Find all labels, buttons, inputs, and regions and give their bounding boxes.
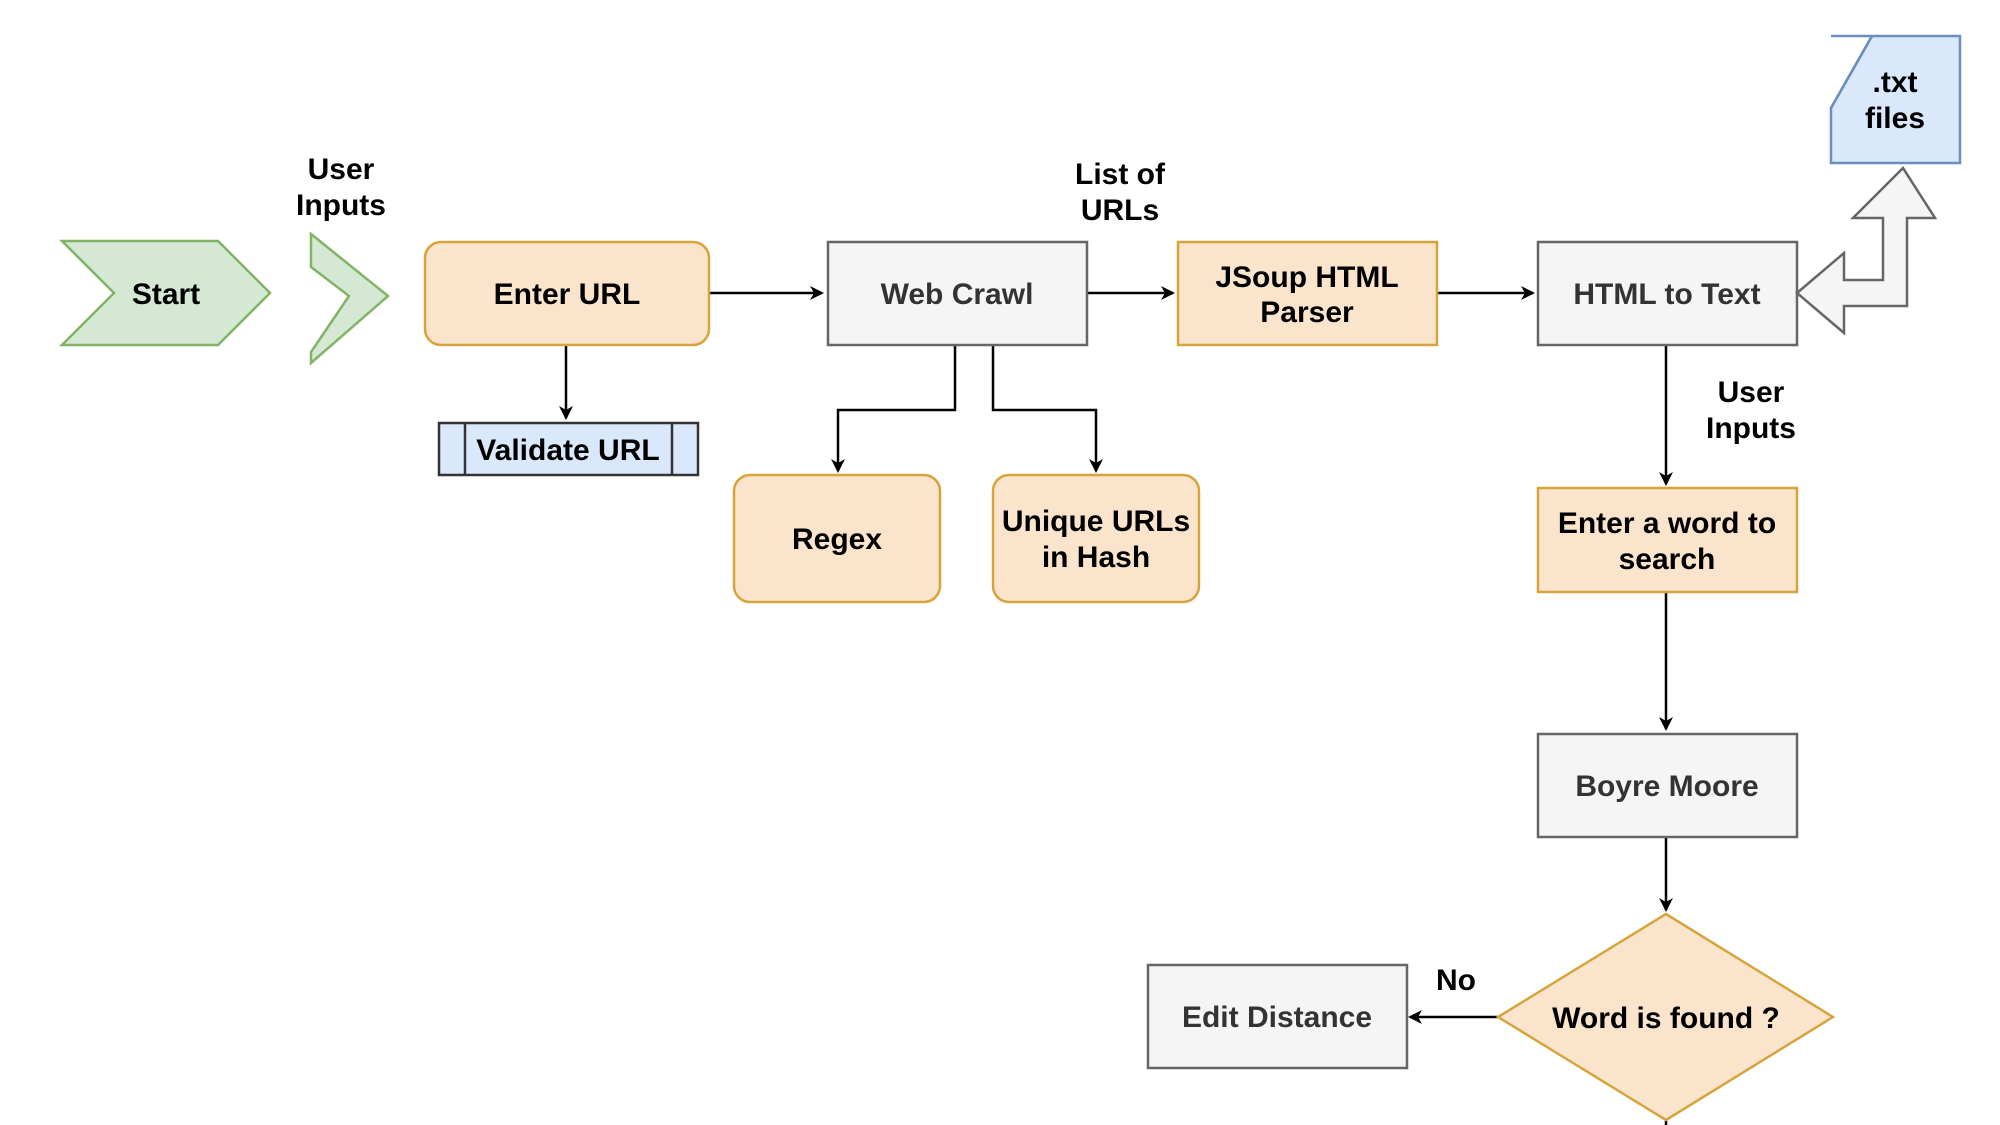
- html-to-text-node: HTML to Text: [1536, 240, 1799, 347]
- jsoup-parser-node: JSoup HTML Parser: [1176, 240, 1439, 347]
- user-inputs-label-line2: Inputs: [296, 189, 386, 222]
- regex-label: Regex: [792, 523, 882, 556]
- user-inputs-2-label-line2: Inputs: [1706, 412, 1796, 445]
- start-label: Start: [132, 278, 200, 311]
- edit-distance-node: Edit Distance: [1146, 963, 1409, 1070]
- no-label: No: [1436, 964, 1476, 997]
- html-to-text-label: HTML to Text: [1573, 278, 1760, 311]
- web-crawl-label: Web Crawl: [881, 278, 1034, 311]
- web-crawl-node: Web Crawl: [826, 240, 1089, 347]
- user-inputs-label-line1: User: [308, 153, 375, 186]
- txt-files-node: .txt files: [1829, 34, 1962, 165]
- txt-files-label-line1: .txt: [1873, 66, 1918, 99]
- regex-node: Regex: [732, 473, 942, 604]
- word-found-decision-node: Word is found ?: [1495, 912, 1836, 1122]
- user-inputs-2-label-line1: User: [1718, 376, 1785, 409]
- txt-files-bidirectional-arrow: [1795, 166, 1938, 336]
- validate-url-node: Validate URL: [437, 421, 700, 477]
- boyre-moore-node: Boyre Moore: [1536, 732, 1799, 839]
- edge-web-crawl-to-regex: [831, 345, 957, 473]
- txt-files-label-line2: files: [1865, 102, 1925, 135]
- boyre-moore-label: Boyre Moore: [1575, 770, 1758, 803]
- unique-urls-node: Unique URLs in Hash: [991, 473, 1201, 604]
- jsoup-parser-label-line2: Parser: [1260, 296, 1354, 329]
- jsoup-parser-label-line1: JSoup HTML: [1215, 261, 1398, 294]
- user-inputs-chevron: [309, 231, 390, 366]
- list-of-urls-label-line1: List of: [1075, 158, 1166, 191]
- unique-urls-label-line2: in Hash: [1042, 541, 1150, 574]
- word-found-label: Word is found ?: [1552, 1002, 1780, 1035]
- start-node: Start: [58, 239, 272, 347]
- enter-url-label: Enter URL: [494, 278, 641, 311]
- edges: [559, 286, 1673, 1125]
- unique-urls-label-line1: Unique URLs: [1002, 505, 1190, 538]
- list-of-urls-label-line2: URLs: [1081, 194, 1159, 227]
- enter-word-node: Enter a word to search: [1536, 486, 1799, 594]
- edge-web-crawl-to-unique-urls: [991, 345, 1103, 473]
- enter-word-label-line2: search: [1619, 543, 1716, 576]
- validate-url-label: Validate URL: [476, 434, 659, 467]
- enter-url-node: Enter URL: [423, 240, 711, 347]
- enter-word-label-line1: Enter a word to: [1558, 507, 1776, 540]
- edit-distance-label: Edit Distance: [1182, 1001, 1372, 1034]
